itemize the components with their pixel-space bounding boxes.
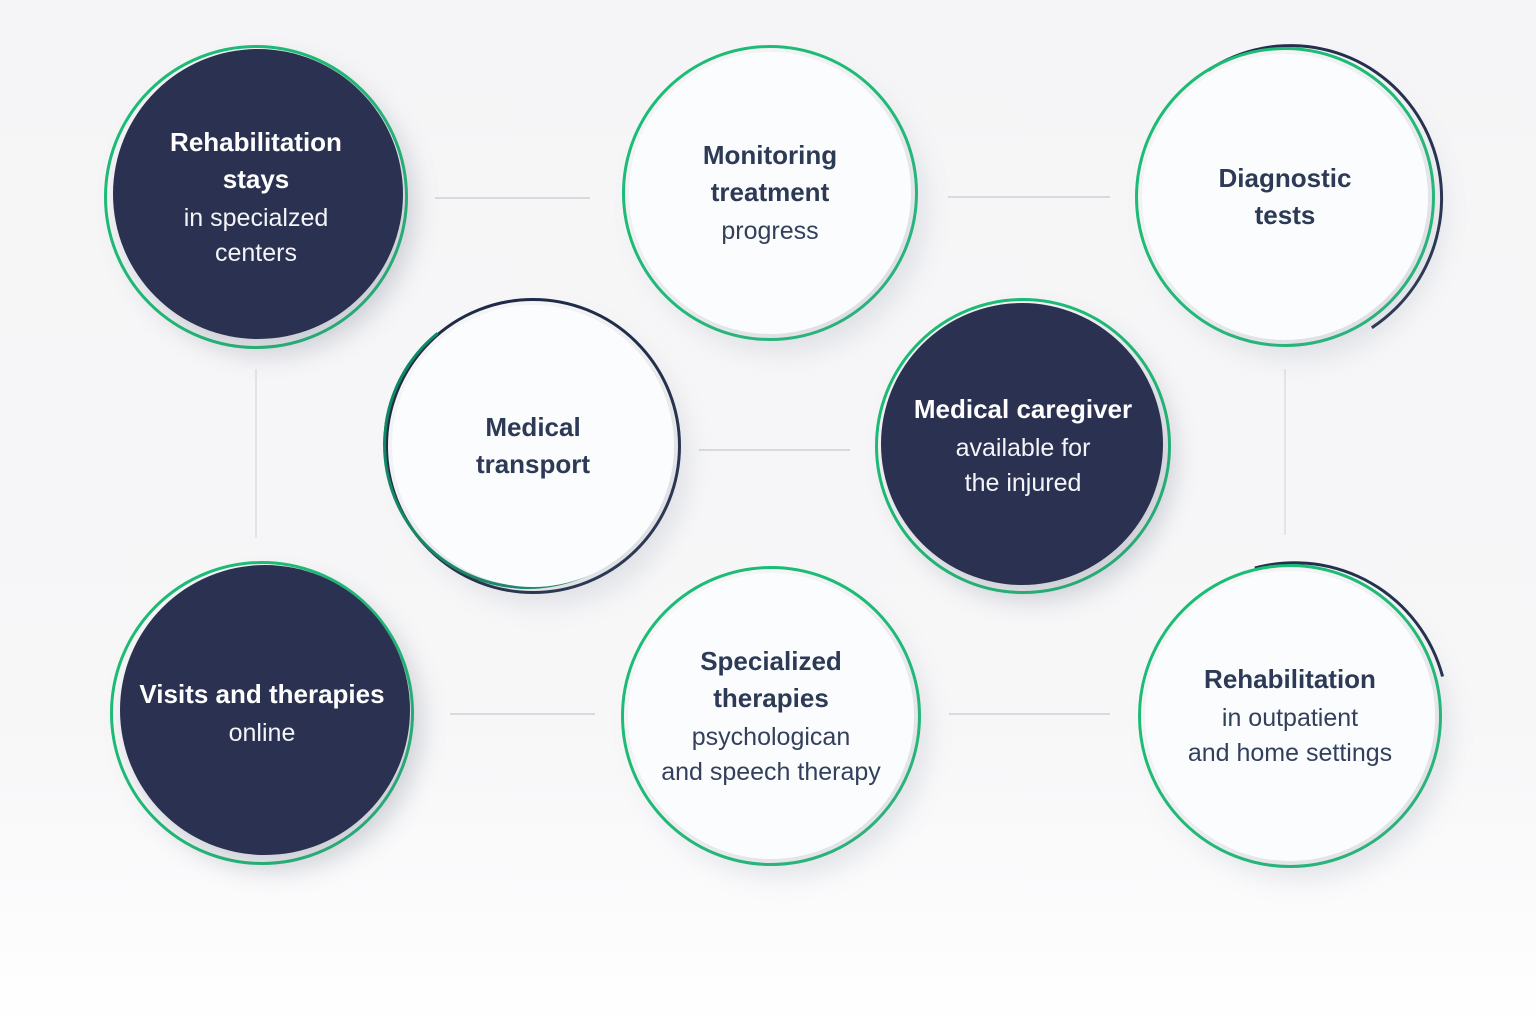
- node-label: Diagnostic tests: [1135, 47, 1435, 347]
- node-fill: [629, 52, 911, 334]
- node-fill: [1145, 571, 1435, 861]
- node-fill: [120, 565, 410, 855]
- node-label: Monitoring treatment progress: [622, 45, 918, 341]
- node-fill: [392, 305, 674, 587]
- node-title-line: Medical: [485, 412, 581, 442]
- connector-visits-specialized: [450, 713, 595, 715]
- node-title-line: stays: [222, 163, 290, 194]
- node-title-line: Medical caregiver: [913, 394, 1133, 424]
- node-diagnostic-tests: Diagnostic tests: [1108, 15, 1472, 383]
- node-label: Rehabilitation stays in specialzed cente…: [104, 45, 408, 349]
- node-label: Medical caregiver available for the inju…: [875, 298, 1171, 594]
- navy-ring: [385, 298, 681, 594]
- node-title-line: Visits and therapies: [139, 678, 385, 709]
- green-ring: [110, 561, 414, 865]
- connector-rehabstays-monitoring: [435, 197, 590, 199]
- node-title-line: therapies: [713, 682, 829, 713]
- green-ring: [1135, 47, 1435, 347]
- node-subtitle-line: the injured: [964, 469, 1082, 497]
- connector-rehabstays-visits: [255, 369, 257, 538]
- connector-diagnostic-rehaboutpatient: [1284, 369, 1286, 535]
- node-title-line: transport: [475, 449, 591, 479]
- node-subtitle-line: available for: [955, 434, 1091, 462]
- node-subtitle-line: progress: [721, 217, 819, 245]
- node-title-line: tests: [1254, 200, 1316, 230]
- node-specialized-therapies: Specialized therapies psychologican and …: [621, 566, 921, 866]
- node-medical-transport: Medical transport: [368, 285, 687, 604]
- connector-monitoring-diagnostic: [948, 196, 1110, 198]
- node-title-line: Specialized: [700, 645, 842, 676]
- node-title-line: treatment: [710, 177, 830, 207]
- green-ring: [1138, 564, 1442, 868]
- node-subtitle-line: centers: [215, 238, 297, 267]
- node-subtitle-line: in outpatient: [1221, 704, 1359, 732]
- node-visits-and-therapies: Visits and therapies online: [110, 561, 414, 865]
- green-ring: [621, 566, 921, 866]
- green-ring: [875, 298, 1171, 594]
- node-label: Visits and therapies online: [110, 561, 414, 865]
- node-label: Rehabilitation in outpatient and home se…: [1138, 564, 1442, 868]
- node-monitoring-treatment: Monitoring treatment progress: [622, 45, 918, 341]
- node-subtitle-line: and home settings: [1187, 739, 1393, 767]
- node-title-line: Rehabilitation: [170, 126, 342, 157]
- connector-transport-caregiver: [699, 449, 850, 451]
- node-subtitle-line: in specialzed: [183, 203, 329, 232]
- node-title-line: Diagnostic: [1218, 163, 1352, 193]
- node-fill: [628, 573, 914, 859]
- node-label: Medical transport: [385, 298, 681, 594]
- green-ring: [622, 45, 918, 341]
- node-fill: [1142, 54, 1428, 340]
- connector-specialized-rehaboutpatient: [949, 713, 1110, 715]
- node-rehabilitation-stays: Rehabilitation stays in specialzed cente…: [104, 45, 408, 349]
- node-title-line: Rehabilitation: [1204, 664, 1376, 694]
- green-ring: [104, 45, 408, 349]
- node-rehabilitation-outpatient: Rehabilitation in outpatient and home se…: [1081, 504, 1507, 930]
- node-subtitle-line: online: [228, 718, 296, 747]
- node-subtitle-line: and speech therapy: [661, 757, 881, 786]
- node-fill: [881, 303, 1163, 585]
- node-medical-caregiver: Medical caregiver available for the inju…: [875, 298, 1171, 594]
- node-label: Specialized therapies psychologican and …: [621, 566, 921, 866]
- node-title-line: Monitoring: [702, 140, 838, 170]
- node-subtitle-line: psychologican: [691, 722, 851, 751]
- node-fill: [113, 49, 403, 339]
